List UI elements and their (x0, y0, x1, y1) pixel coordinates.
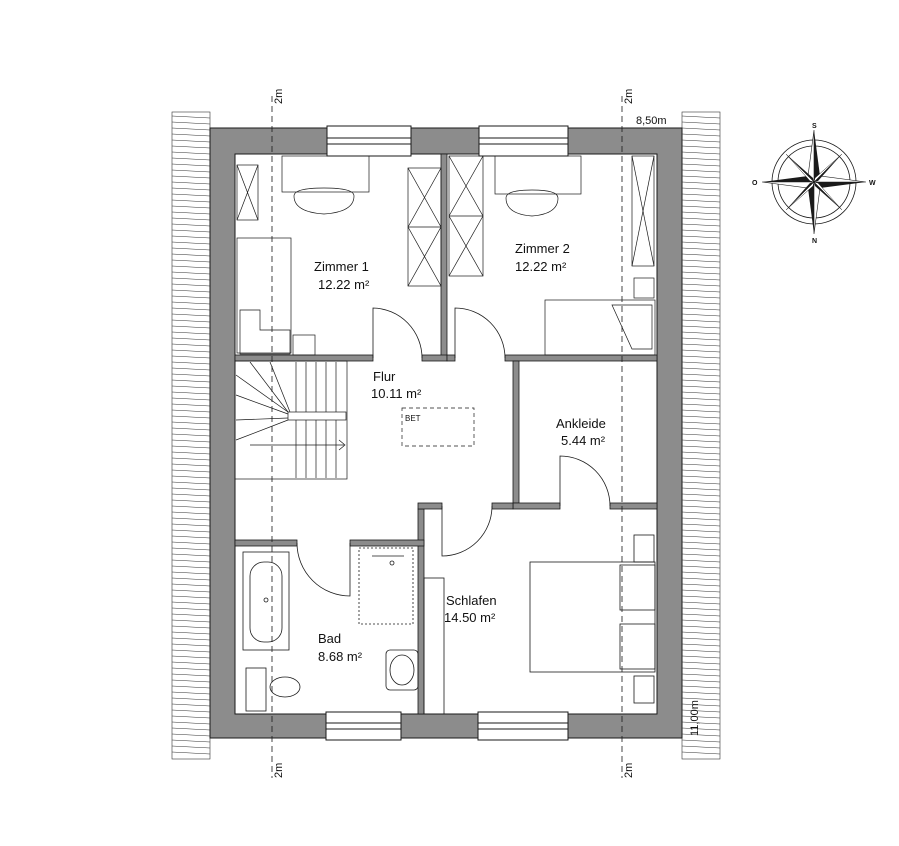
knee-wall-label-bottom-right: 2m (623, 763, 635, 778)
room-name-zimmer-2: Zimmer 2 (515, 241, 570, 256)
room-area-flur: 10.11 m² (371, 386, 422, 401)
compass-rose-icon: S N O W (752, 123, 876, 245)
furniture-zimmer-2 (448, 155, 656, 356)
knee-wall-label-top-left: 2m (273, 89, 285, 104)
compass-left-label: O (752, 180, 758, 187)
knee-wall-lines (271, 96, 623, 778)
room-area-bad: 8.68 m² (318, 649, 363, 664)
roof-left (171, 111, 211, 760)
room-area-zimmer-1: 12.22 m² (318, 277, 370, 292)
knee-wall-label-bottom-left: 2m (273, 763, 285, 778)
windows (325, 125, 569, 741)
compass-bottom-label: N (812, 238, 817, 245)
bet-label: BET (405, 414, 421, 423)
room-name-schlafen: Schlafen (446, 593, 497, 608)
staircase (234, 360, 348, 480)
compass-right-label: W (869, 180, 876, 187)
room-name-zimmer-1: Zimmer 1 (314, 259, 369, 274)
doors (296, 307, 611, 597)
bedroom-furniture (423, 534, 656, 715)
room-area-zimmer-2: 12.22 m² (515, 259, 567, 274)
room-name-ankleide: Ankleide (556, 416, 606, 431)
bathroom-fixtures (242, 547, 419, 712)
room-name-bad: Bad (318, 631, 341, 646)
room-area-ankleide: 5.44 m² (561, 433, 606, 448)
furniture-zimmer-1 (236, 155, 442, 356)
width-dimension: 8,50m (636, 115, 667, 127)
room-labels: Zimmer 1 12.22 m² Zimmer 2 12.22 m² Flur… (314, 241, 606, 664)
height-dimension: 11,00m (689, 700, 701, 736)
knee-wall-label-top-right: 2m (623, 89, 635, 104)
bet-marker (401, 407, 475, 447)
roof-right (681, 111, 721, 760)
room-name-flur: Flur (373, 369, 396, 384)
compass-top-label: S (812, 123, 817, 130)
room-area-schlafen: 14.50 m² (444, 610, 496, 625)
